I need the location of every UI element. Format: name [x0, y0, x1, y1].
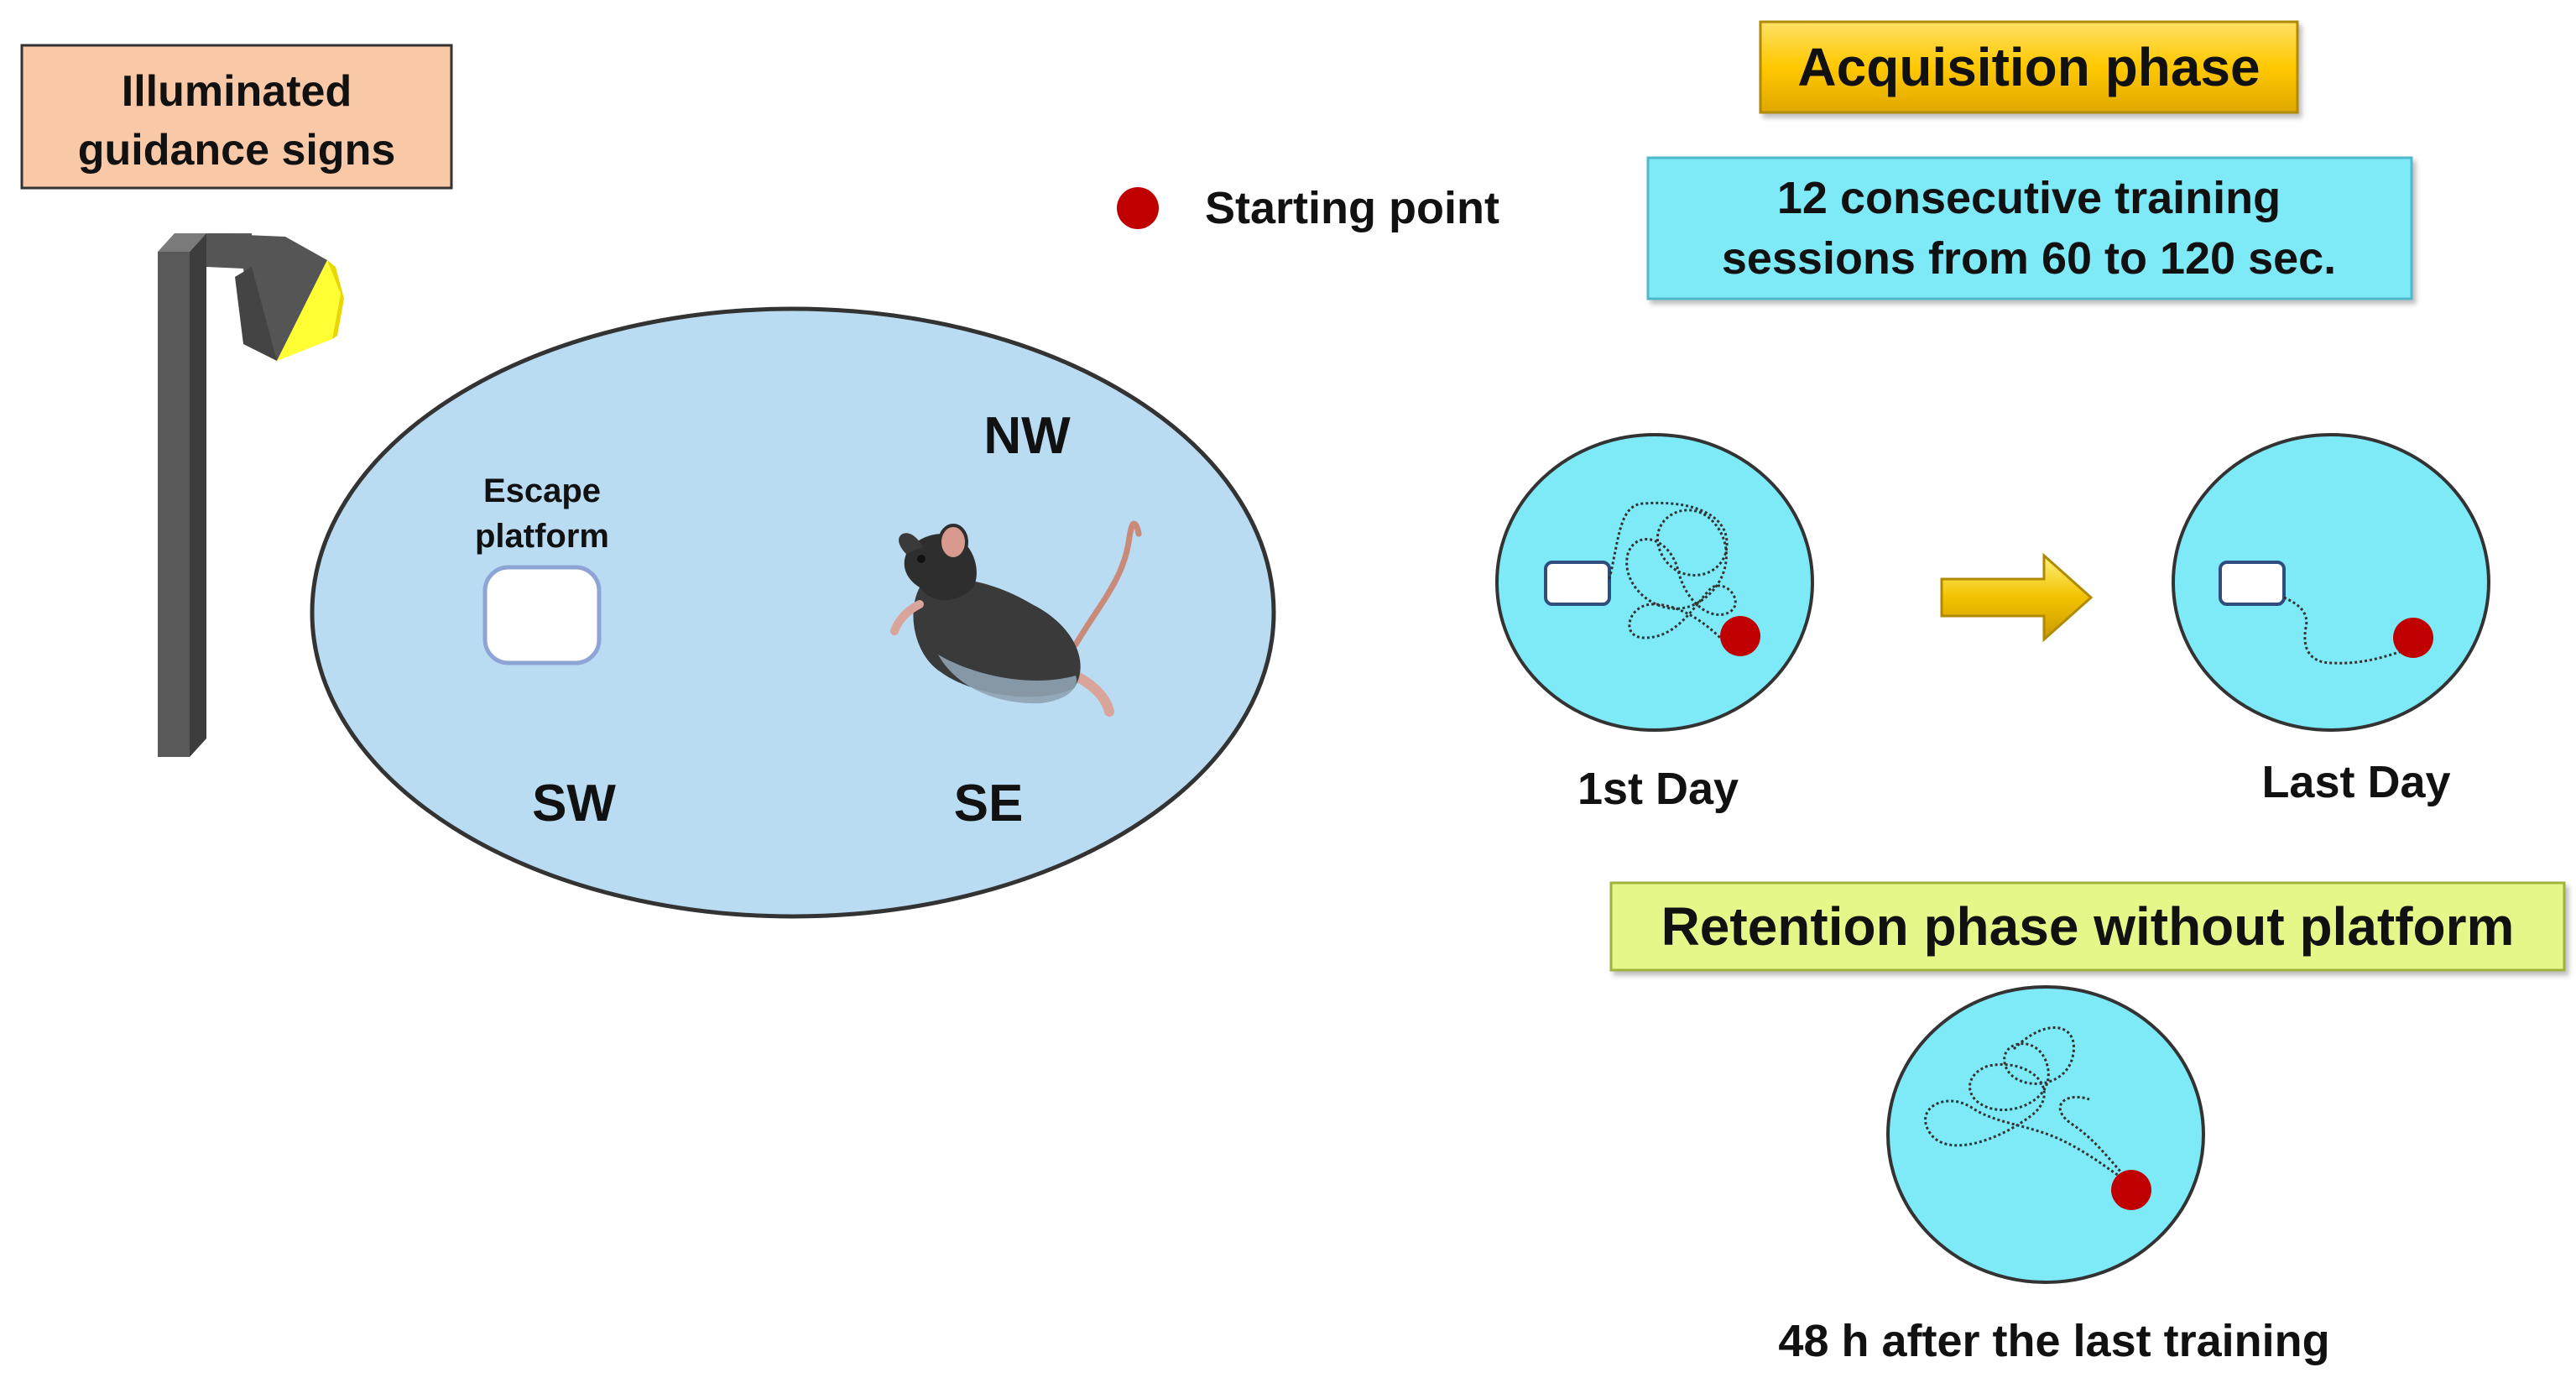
quadrant-nw: NW — [983, 407, 1071, 465]
acquisition-phase-text: Acquisition phase — [1797, 37, 2260, 97]
training-text-1: 12 consecutive training — [1777, 173, 2281, 223]
starting-point-legend: Starting point — [1117, 183, 1499, 233]
retention-swim-path — [1924, 1026, 2133, 1185]
training-text-2: sessions from 60 to 120 sec. — [1722, 233, 2336, 284]
guidance-signs-label: Illuminated guidance signs — [20, 44, 453, 190]
escape-platform: Escape platform — [475, 472, 609, 665]
arrow-right-icon — [1940, 552, 2094, 643]
lamp-post-icon — [158, 233, 344, 757]
first-day-swim-path — [1608, 501, 1742, 643]
retention-phase-text: Retention phase without platform — [1661, 896, 2515, 957]
escape-platform-text-1: Escape — [483, 472, 601, 509]
guidance-signs-text-1: Illuminated — [122, 67, 352, 116]
retention-pool — [1886, 985, 2205, 1284]
start-dot-icon — [1117, 187, 1159, 229]
first-day-label: 1st Day — [1577, 764, 1739, 814]
retention-phase-banner — [1609, 881, 2566, 972]
escape-platform-text-2: platform — [475, 518, 609, 555]
water-pool — [310, 306, 1276, 919]
last-day-pool — [2172, 433, 2490, 732]
last-day-label: Last Day — [2261, 757, 2450, 807]
retention-caption: 48 h after the last training — [1778, 1316, 2329, 1366]
quadrant-sw: SW — [532, 775, 616, 832]
first-day-pool — [1495, 433, 1814, 732]
starting-point-text: Starting point — [1205, 183, 1499, 233]
quadrant-se: SE — [954, 775, 1024, 832]
mouse-swimming-icon — [890, 520, 1142, 717]
acquisition-phase-banner — [1759, 20, 2299, 114]
training-info-box — [1646, 156, 2413, 300]
guidance-signs-text-2: guidance signs — [78, 126, 396, 175]
